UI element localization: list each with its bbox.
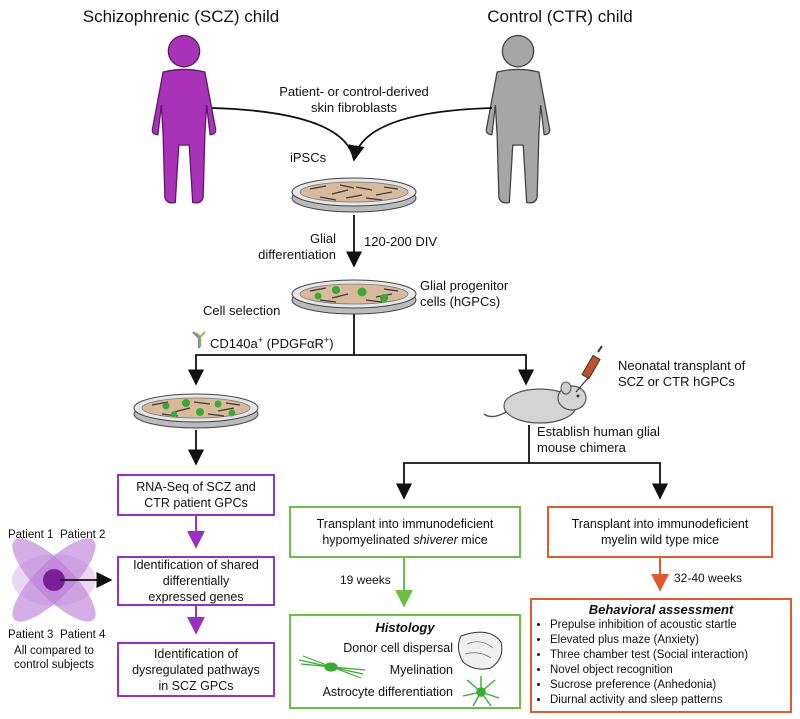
behavior-item: Novel object recognition xyxy=(550,663,790,678)
sorted-dish-icon xyxy=(133,393,259,429)
ctr-child-icon xyxy=(485,34,551,204)
behavior-box: Behavioral assessment Prepulse inhibitio… xyxy=(530,598,792,713)
histology-title: Histology xyxy=(375,620,435,635)
to-shiverer-arrow xyxy=(395,425,530,500)
pathways-line2: dysregulated pathways xyxy=(132,662,260,677)
rnaseq-box: RNA-Seq of SCZ and CTR patient GPCs xyxy=(117,474,275,516)
brain-section-icon xyxy=(457,631,503,670)
to-sorted-dish-arrow xyxy=(187,349,355,386)
hgpc-line1: Glial progenitor xyxy=(420,278,509,293)
behavior-item: Diurnal activity and sleep patterns xyxy=(550,693,790,708)
hgpc-line2: cells (hGPCs) xyxy=(420,294,500,309)
fibroblasts-line1: Patient- or control-derived xyxy=(279,84,429,99)
ctr-to-ipsc-arrow xyxy=(348,107,493,162)
shiverer-line2-post: mice xyxy=(457,533,488,547)
myelination-icon xyxy=(298,655,366,679)
weeks-19-label: 19 weeks xyxy=(340,573,391,587)
scz-to-ipsc-line xyxy=(211,107,355,161)
chimera-line1: Establish human glial xyxy=(537,424,660,439)
patient4-label: Patient 4 xyxy=(60,629,106,641)
histology-box: Histology Donor cell dispersal Myelinati… xyxy=(289,614,521,709)
patient1-label: Patient 1 xyxy=(8,529,53,541)
shiverer-line1: Transplant into immunodeficient xyxy=(316,517,494,531)
glial-diff-line1: Glial xyxy=(310,231,336,246)
transplant-line1: Neonatal transplant of xyxy=(618,358,746,373)
div-label: 120-200 DIV xyxy=(364,234,437,249)
cell-selection-label: Cell selection xyxy=(203,303,280,318)
rnaseq-line2: CTR patient GPCs xyxy=(144,496,248,510)
shiverer-line2-pre: hypomyelinated xyxy=(322,533,414,547)
shiverer-line2-em: shiverer xyxy=(413,533,458,547)
venn-note-line1: All compared to xyxy=(14,645,94,657)
venn-note-line2: control subjects xyxy=(14,659,94,671)
behavior-title: Behavioral assessment xyxy=(588,602,734,617)
scz-child-label: Schizophrenic (SCZ) child xyxy=(83,7,280,26)
glial-diff-line2: differentiation xyxy=(258,247,336,262)
shared-genes-line2: differentially xyxy=(162,574,230,588)
patient3-label: Patient 3 xyxy=(8,629,53,641)
shiverer-box: Transplant into immunodeficient hypomyel… xyxy=(289,506,521,558)
mouse-icon xyxy=(483,381,587,424)
behavior-item: Prepulse inhibition of acoustic startle xyxy=(550,618,790,633)
hgpc-dish-icon xyxy=(291,279,417,315)
wildtype-line1: Transplant into immunodeficient xyxy=(571,517,749,531)
ipsc-dish-icon xyxy=(291,177,417,213)
pathways-line3: in SCZ GPCs xyxy=(158,678,234,693)
histology-item-myelination: Myelination xyxy=(389,663,453,677)
behavior-item: Sucrose preference (Anhedonia) xyxy=(550,678,790,693)
transplant-line2: SCZ or CTR hGPCs xyxy=(618,374,736,389)
histology-item-dispersal: Donor cell dispersal xyxy=(343,641,453,655)
antibody-icon xyxy=(192,331,206,348)
behavior-item: Elevated plus maze (Anxiety) xyxy=(550,633,790,648)
wildtype-box: Transplant into immunodeficient myelin w… xyxy=(547,506,773,558)
behavior-list: Prepulse inhibition of acoustic startle … xyxy=(532,618,790,708)
wildtype-line2: myelin wild type mice xyxy=(600,533,720,547)
pathways-line1: Identification of xyxy=(153,646,239,661)
shiverer-line2: hypomyelinated shiverer mice xyxy=(322,532,487,548)
ipscs-label: iPSCs xyxy=(290,150,327,165)
patient-venn-icon xyxy=(12,538,96,622)
histology-graphics xyxy=(298,631,503,707)
weeks-32-40-label: 32-40 weeks xyxy=(674,571,742,585)
rnaseq-line1: RNA-Seq of SCZ and xyxy=(136,480,256,494)
shared-genes-line1: Identification of shared xyxy=(133,558,259,572)
chimera-line2: mouse chimera xyxy=(537,440,627,455)
patient2-label: Patient 2 xyxy=(60,529,105,541)
to-mouse-arrow xyxy=(354,354,535,386)
ctr-child-label: Control (CTR) child xyxy=(487,7,632,26)
syringe-icon xyxy=(575,345,603,393)
histology-item-astrocyte: Astrocyte differentiation xyxy=(322,685,453,699)
fibroblasts-line2: skin fibroblasts xyxy=(311,100,397,115)
to-wildtype-arrow xyxy=(529,462,669,500)
shared-genes-line3: expressed genes xyxy=(148,590,244,604)
behavior-item: Three chamber test (Social interaction) xyxy=(550,648,790,663)
scz-child-icon xyxy=(151,34,217,204)
shared-genes-box: Identification of shared differentially … xyxy=(117,556,275,606)
cd140a-label: CD140a+ (PDGFαR+) xyxy=(210,335,334,351)
pathways-box: Identification of dysregulated pathways … xyxy=(117,642,275,697)
astrocyte-icon xyxy=(462,676,500,707)
